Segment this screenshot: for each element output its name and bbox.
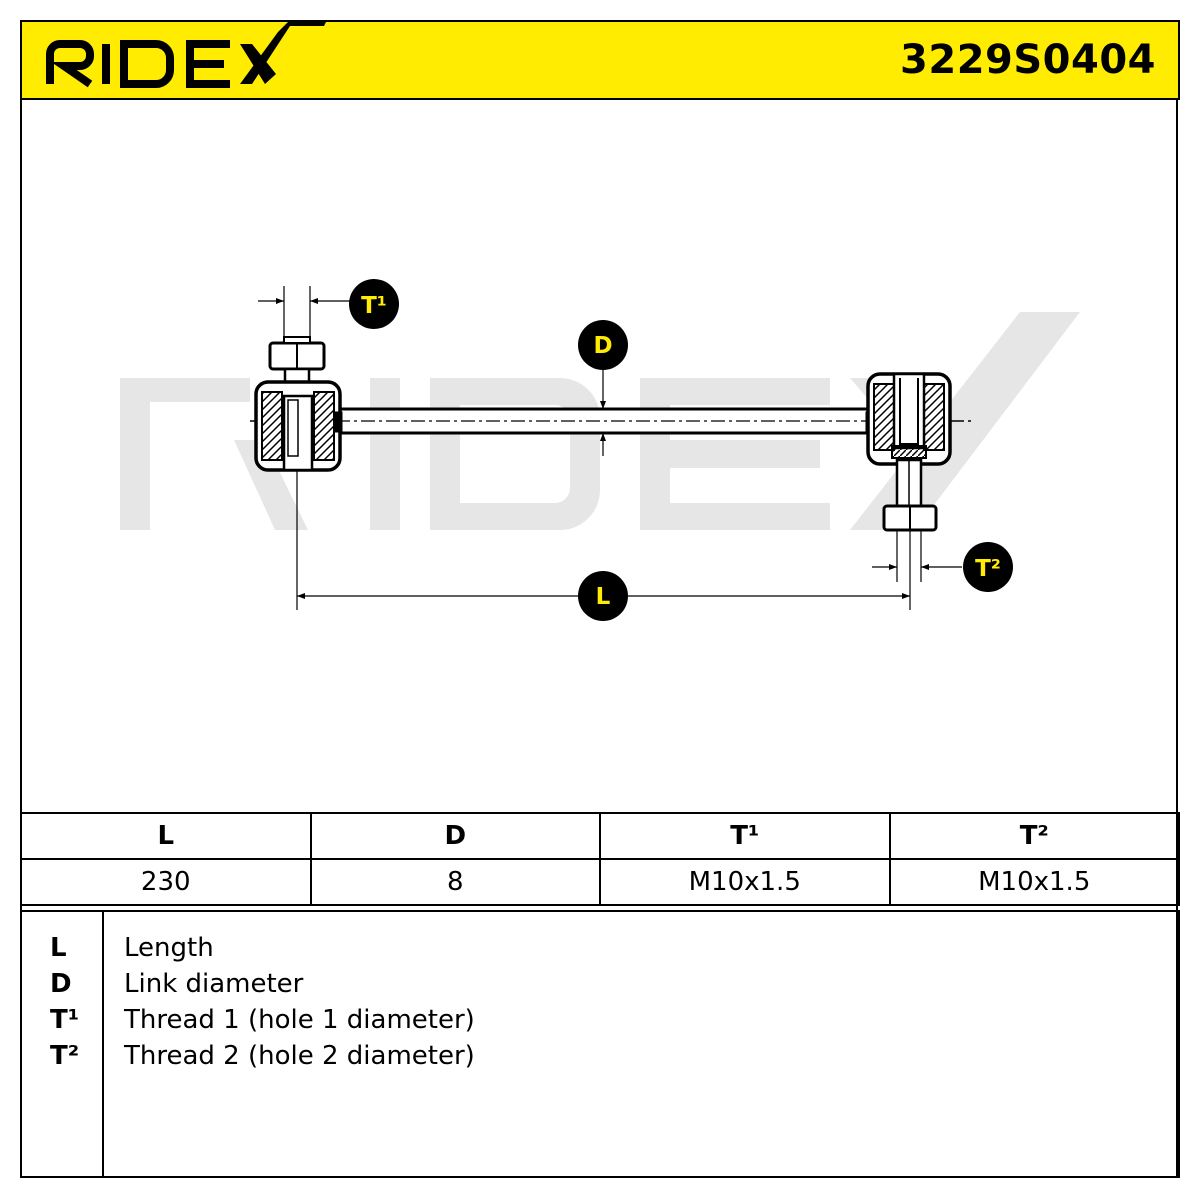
spec-table: L D T¹ T² 230 8 M10x1.5 M10x1.5: [20, 812, 1180, 906]
header-bar: 3229S0404: [20, 20, 1180, 100]
spec-value-l: 230: [20, 858, 312, 906]
t2-dimension: [872, 530, 962, 582]
callout-t2-label: T²: [975, 556, 1001, 582]
spec-value-row: 230 8 M10x1.5 M10x1.5: [20, 858, 1180, 906]
spec-value-t1: M10x1.5: [599, 858, 891, 906]
right-joint: [865, 372, 952, 532]
legend-divider: [102, 912, 104, 1176]
legend-item: T¹ Thread 1 (hole 1 diameter): [22, 1002, 1178, 1038]
legend-key: L: [50, 933, 67, 963]
legend-item: T² Thread 2 (hole 2 diameter): [22, 1038, 1178, 1074]
legend-item: D Link diameter: [22, 966, 1178, 1002]
spec-header-t2: T²: [888, 812, 1180, 860]
d-dimension: [600, 368, 606, 456]
legend-desc: Length: [124, 933, 214, 963]
spec-value-t2: M10x1.5: [888, 858, 1180, 906]
callout-d: D: [578, 320, 628, 370]
ridex-logo: [46, 22, 326, 88]
callout-t1-label: T¹: [361, 293, 387, 319]
legend-key: T²: [50, 1041, 80, 1071]
legend-key: T¹: [50, 1005, 80, 1035]
spec-value-d: 8: [309, 858, 601, 906]
callout-l: L: [578, 571, 628, 621]
callout-t2: T²: [963, 542, 1013, 592]
callout-t1: T¹: [349, 279, 399, 329]
callout-l-label: L: [596, 584, 611, 610]
legend-desc: Thread 1 (hole 1 diameter): [124, 1005, 475, 1035]
part-number: 3229S0404: [900, 37, 1156, 83]
legend: L Length D Link diameter T¹ Thread 1 (ho…: [20, 910, 1180, 1178]
t1-dimension: [258, 286, 350, 337]
spec-header-d: D: [309, 812, 601, 860]
link-rod: [334, 407, 870, 435]
left-joint: [254, 336, 343, 472]
callout-d-label: D: [593, 333, 612, 359]
l-dimension: [296, 470, 911, 610]
legend-desc: Link diameter: [124, 969, 304, 999]
legend-key: D: [50, 969, 72, 999]
legend-item: L Length: [22, 930, 1178, 966]
legend-desc: Thread 2 (hole 2 diameter): [124, 1041, 475, 1071]
spec-header-row: L D T¹ T²: [20, 812, 1180, 860]
technical-drawing: T¹ D T² L: [120, 279, 1080, 621]
spec-header-l: L: [20, 812, 312, 860]
spec-header-t1: T¹: [599, 812, 891, 860]
